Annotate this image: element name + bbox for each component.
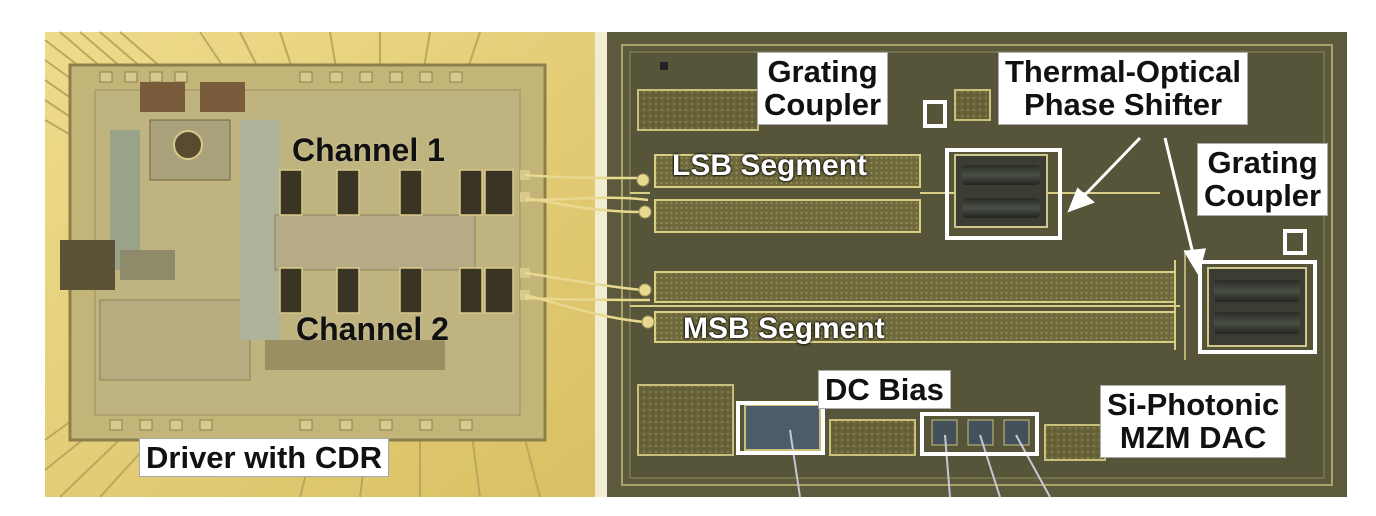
annotation-boxes [736, 100, 1317, 456]
label-line: Coupler [764, 87, 882, 123]
label-line: Grating [767, 54, 878, 89]
channel-1-label: Channel 1 [292, 132, 445, 168]
si-photonic-dac-label: Si-Photonic MZM DAC [1100, 385, 1287, 458]
annotation-arrows [1067, 136, 1207, 276]
grating-coupler-top-label: Grating Coupler [757, 52, 889, 125]
phase-shifter-1 [954, 154, 1048, 228]
dc-bias-label: DC Bias [818, 370, 951, 410]
grating-coupler-right-label: Grating Coupler [1197, 143, 1329, 216]
driver-output-blocks [279, 169, 514, 314]
label-line: Si-Photonic [1107, 387, 1280, 422]
msb-segment-label: MSB Segment [683, 312, 885, 345]
label-line: Coupler [1204, 178, 1322, 214]
label-line: Thermal-Optical [1005, 54, 1241, 89]
channel-2-label: Channel 2 [296, 311, 449, 347]
lsb-segment-label: LSB Segment [672, 149, 868, 182]
phase-shifter-2 [1207, 267, 1307, 347]
driver-label: Driver with CDR [139, 438, 389, 478]
thermal-phase-shifter-label: Thermal-Optical Phase Shifter [998, 52, 1248, 125]
msb-arms [630, 250, 1186, 360]
label-line: MZM DAC [1119, 420, 1267, 456]
bias-wires [789, 429, 1051, 498]
die-to-die-wires [524, 173, 651, 324]
label-line: Phase Shifter [1023, 87, 1223, 123]
driver-circuits [60, 82, 476, 381]
label-line: Grating [1207, 145, 1318, 180]
